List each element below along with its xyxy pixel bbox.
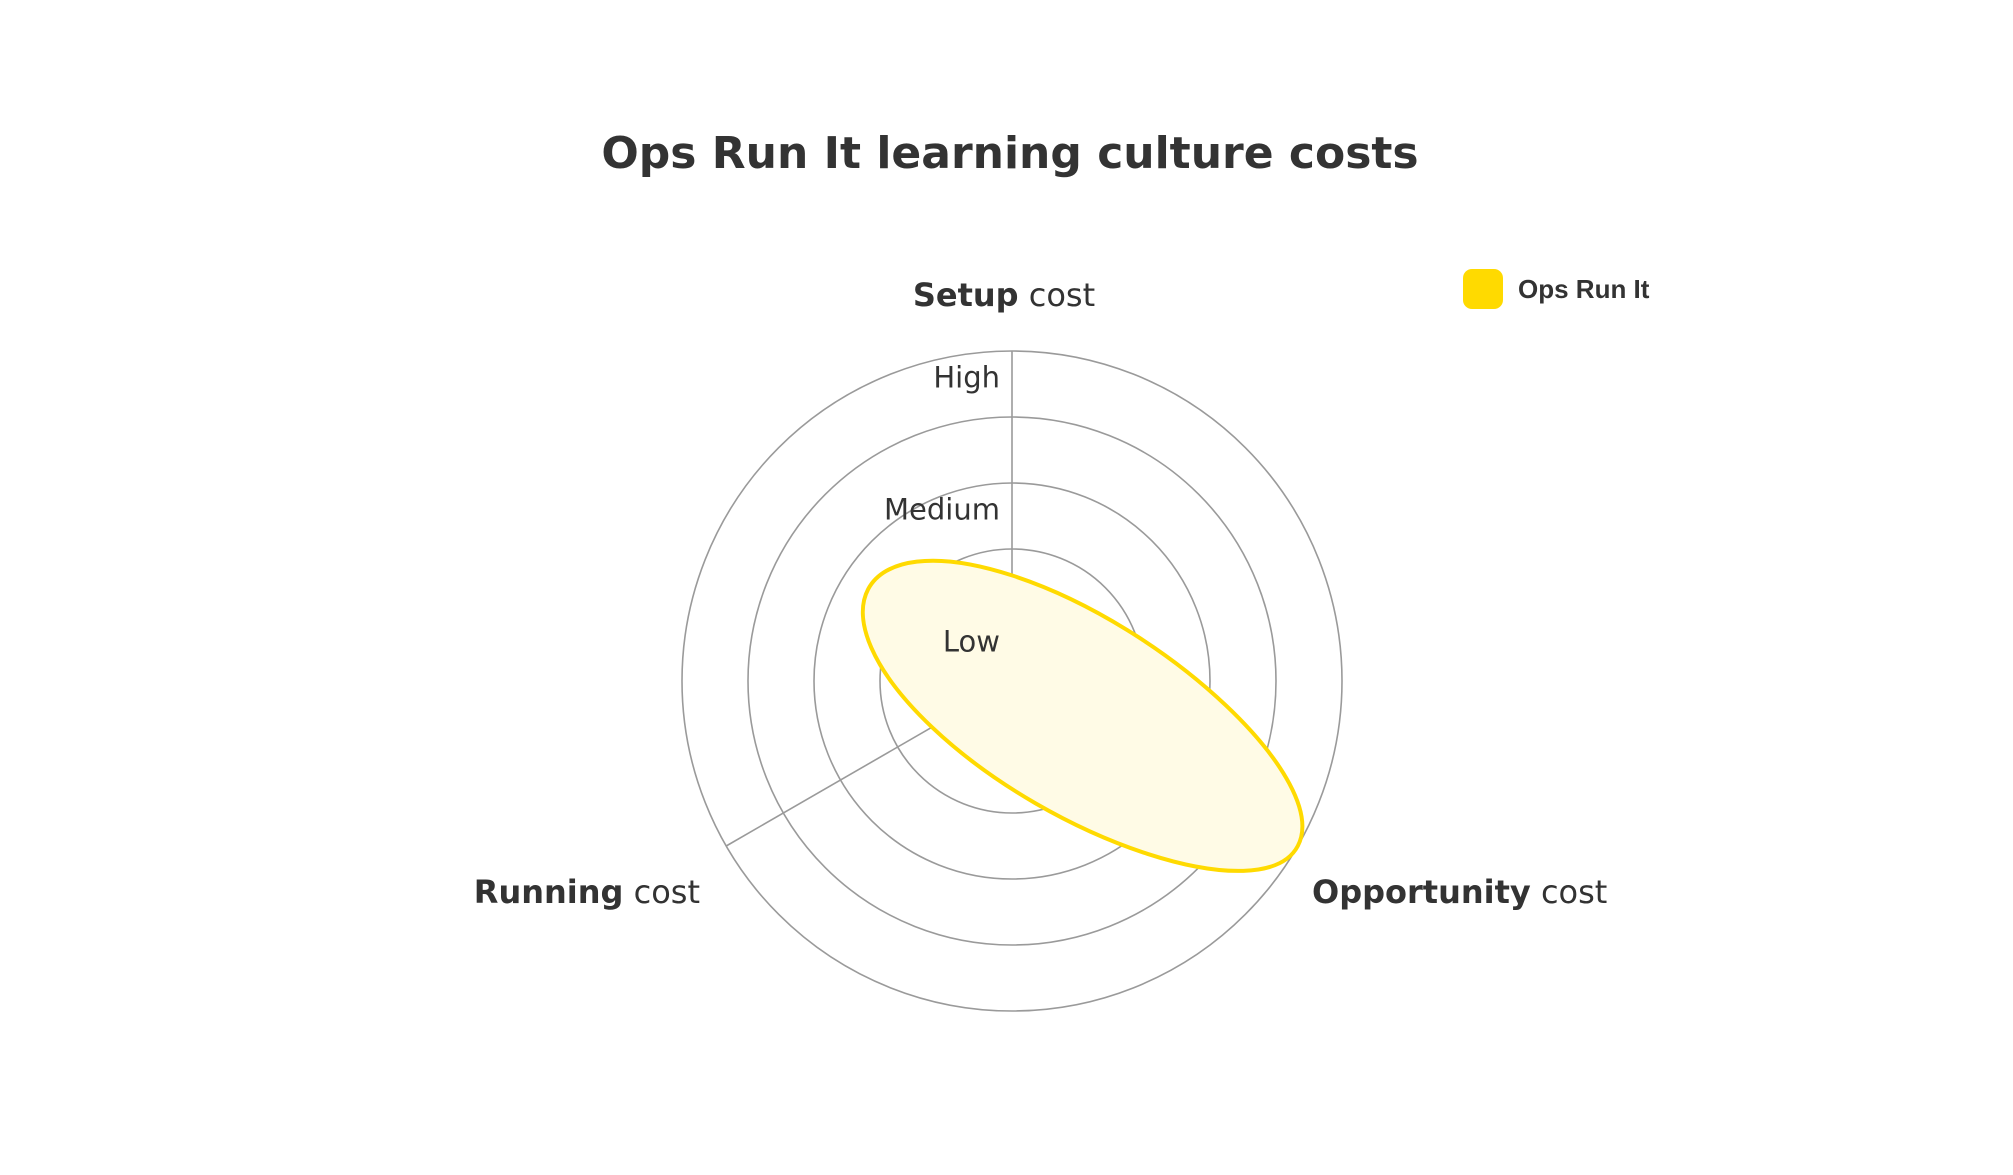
level-label-medium: Medium (884, 492, 1000, 526)
legend-swatch-ops-run-it (1463, 269, 1503, 309)
level-label-low: Low (943, 624, 1000, 658)
series-area-ops-run-it (860, 558, 1305, 873)
axis-label-setup: Setup cost (913, 276, 1095, 314)
axis-label-opportunity: Opportunity cost (1312, 873, 1607, 911)
legend-label-ops-run-it: Ops Run It (1518, 274, 1650, 304)
level-label-high: High (933, 360, 1000, 394)
level-labels: Low Medium High (884, 360, 1000, 658)
series-layer (860, 558, 1305, 873)
chart-title: Ops Run It learning culture costs (601, 128, 1418, 179)
legend: Ops Run It (1463, 269, 1650, 309)
axis-label-running: Running cost (474, 873, 700, 911)
